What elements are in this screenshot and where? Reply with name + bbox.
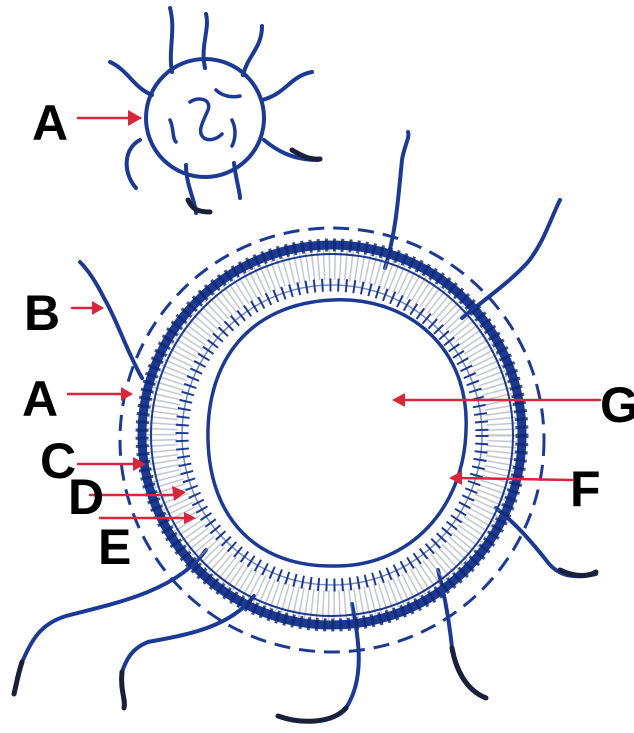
arrowhead-a-small <box>128 110 142 126</box>
large-cell-flagella-tips <box>14 570 596 721</box>
small-cell-flagella <box>110 8 318 213</box>
label-e: E <box>98 519 131 575</box>
large-cell <box>14 132 596 721</box>
speckle-layer <box>162 265 502 605</box>
plasma-membrane <box>208 300 466 566</box>
small-cell-nucleoid <box>170 90 240 146</box>
label-a: A <box>22 371 58 427</box>
arrow-f <box>456 478 572 480</box>
arrowhead-b <box>92 301 104 315</box>
arrowhead-d <box>172 486 186 501</box>
label-f: F <box>570 461 601 517</box>
label-b: B <box>24 285 60 341</box>
arrowhead-g <box>392 393 405 407</box>
label-g: G <box>600 377 634 433</box>
label-d: D <box>68 469 104 525</box>
label-a-small-cell: A <box>32 95 68 151</box>
small-cell <box>110 8 320 213</box>
letter-labels: A B A C D E F G <box>22 95 634 575</box>
cell-wall-hatch <box>182 285 482 585</box>
arrowhead-a <box>121 387 133 401</box>
